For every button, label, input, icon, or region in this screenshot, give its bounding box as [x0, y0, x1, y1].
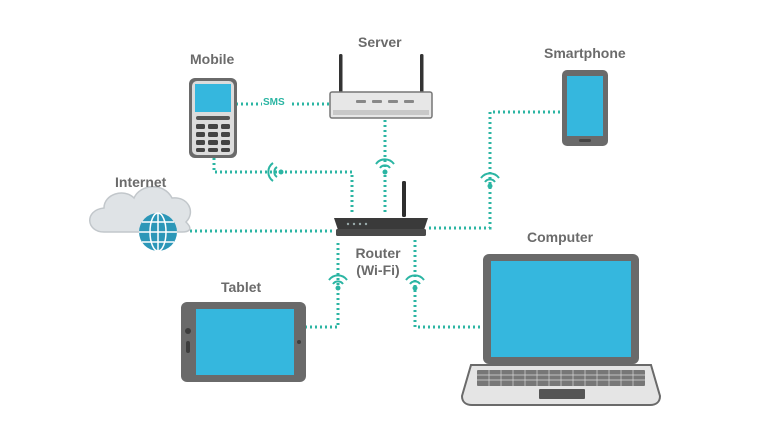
wifi-icon [328, 274, 348, 291]
antenna-icon [339, 54, 343, 94]
globe-icon [139, 212, 177, 252]
smartphone-router-link [426, 110, 560, 230]
wifi-icon [375, 158, 395, 175]
laptop-computer [460, 254, 662, 406]
wifi-icon [267, 162, 284, 182]
label-router: Router (Wi-Fi) [350, 245, 406, 279]
tablet [181, 302, 306, 382]
server [329, 54, 433, 119]
label-mobile: Mobile [190, 51, 235, 67]
antenna-icon [402, 181, 406, 217]
router [334, 181, 428, 236]
label-router-line1: Router [355, 245, 401, 261]
label-internet: Internet [115, 174, 167, 190]
wifi-icon [405, 274, 425, 291]
computer-router-link [413, 240, 481, 329]
wifi-icon [480, 172, 500, 189]
label-computer: Computer [527, 229, 594, 245]
smartphone [562, 70, 608, 146]
label-smartphone: Smartphone [544, 45, 626, 61]
tablet-router-link [305, 240, 340, 329]
label-router-line2: (Wi-Fi) [356, 261, 400, 278]
mobile-phone [189, 78, 237, 158]
label-server: Server [358, 34, 402, 50]
mobile-router-link [212, 158, 354, 212]
label-tablet: Tablet [221, 279, 262, 295]
label-sms: SMS [263, 97, 285, 108]
antenna-icon [420, 54, 424, 94]
